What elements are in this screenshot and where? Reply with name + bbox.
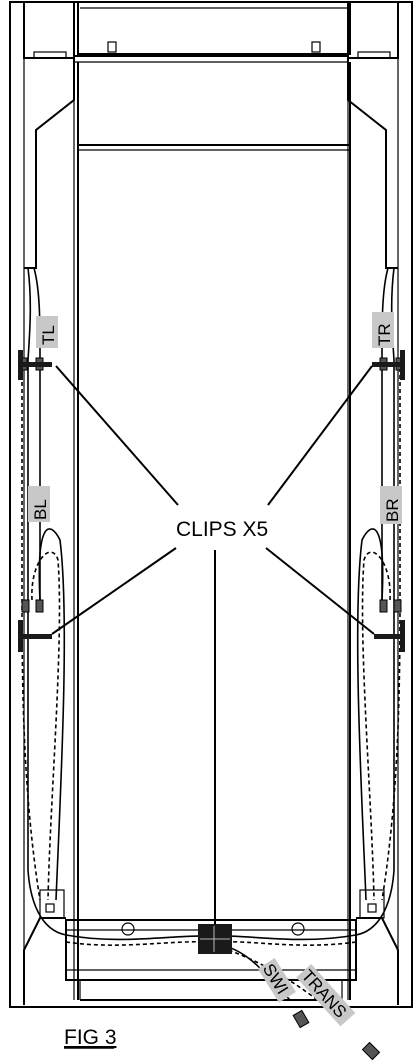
label-tr: TR (372, 312, 394, 348)
right-wiring (355, 267, 401, 936)
leader-tr (267, 365, 373, 506)
label-tl-text: TL (39, 325, 58, 345)
connector-br-a (379, 599, 388, 613)
label-br: BR (380, 486, 402, 524)
label-br-text: BR (383, 498, 402, 522)
clip-tr (400, 350, 405, 380)
clip-br-bar (374, 634, 404, 639)
callout-background (172, 512, 272, 542)
connector-bl-b (35, 599, 44, 613)
label-bl-text: BL (31, 499, 50, 520)
connector-bl-a (21, 599, 30, 613)
leader-tl (55, 365, 179, 506)
clip-tl-bar (22, 362, 52, 367)
clip-tr-bar (372, 362, 402, 367)
figure-label: FIG 3 (64, 1026, 117, 1049)
cabinet-frame (9, 1, 413, 1008)
clips (18, 350, 405, 652)
clip-tl (18, 350, 23, 380)
trans-plug (361, 1041, 381, 1061)
label-bl: BL (28, 486, 50, 522)
connector-br-b (393, 599, 402, 613)
label-tl: TL (36, 316, 58, 348)
leader-br (265, 547, 375, 635)
clip-bl-bar (22, 634, 52, 639)
clip-bl (18, 620, 23, 652)
callout-leaders (51, 365, 375, 924)
callout-clips-x5: CLIPS X5 (176, 518, 268, 541)
label-tr-text: TR (375, 323, 394, 346)
swi-plug (292, 1009, 310, 1029)
leader-bl (51, 547, 177, 635)
